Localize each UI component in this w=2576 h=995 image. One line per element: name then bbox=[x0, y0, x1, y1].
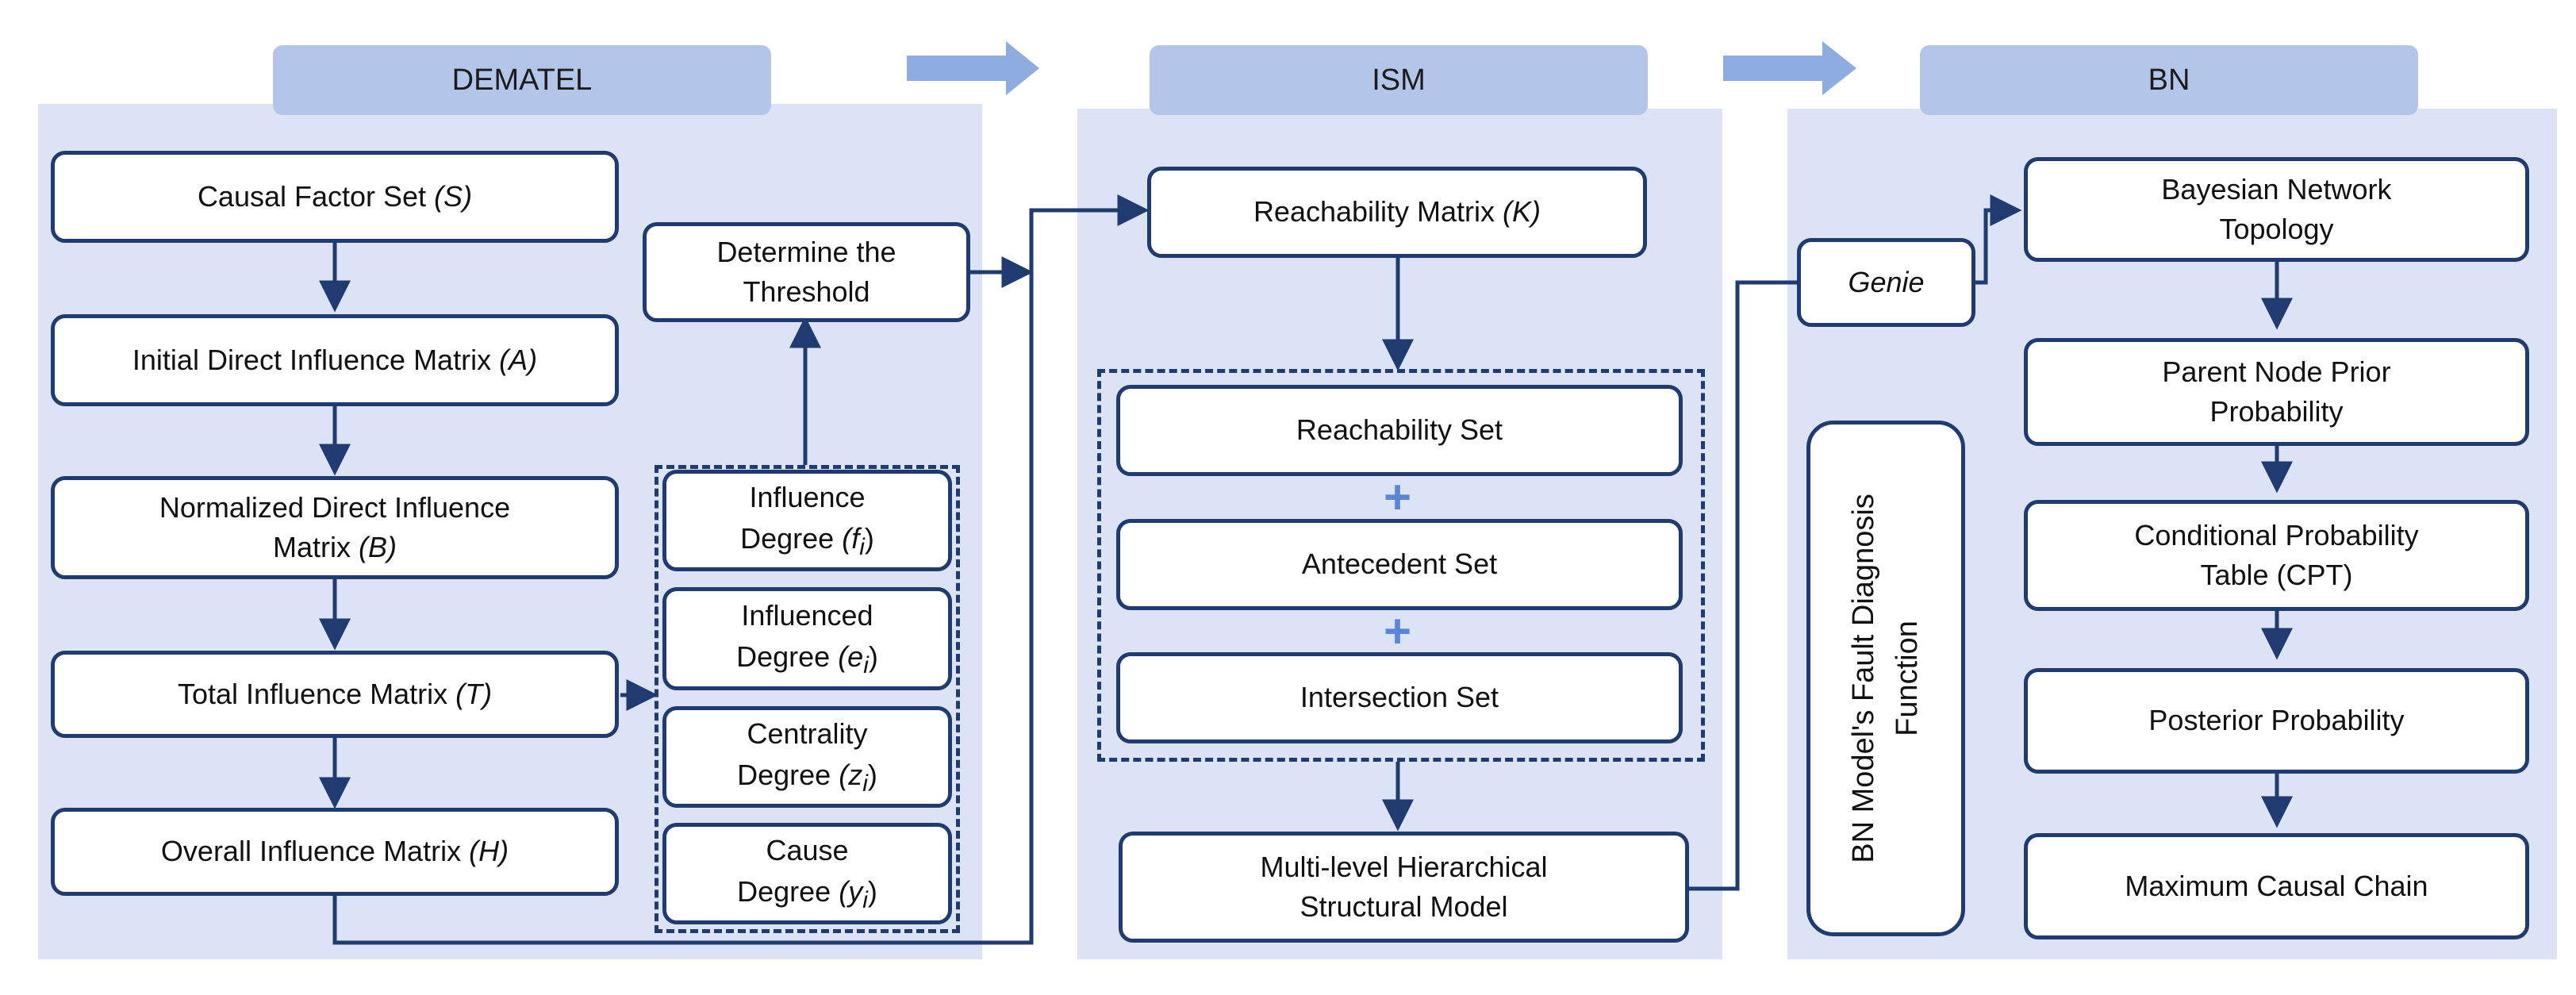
plus-sign-2: + bbox=[1384, 605, 1412, 658]
bn-tab: BN bbox=[1920, 45, 2418, 115]
genie-node: Genie bbox=[1797, 238, 1975, 327]
section-arrow-dematel-ism bbox=[907, 41, 1039, 95]
arrow-h-to-reachability-matrix bbox=[332, 194, 1150, 945]
maximum-causal-chain-node: Maximum Causal Chain bbox=[2024, 833, 2529, 939]
reachability-set-node: Reachability Set bbox=[1116, 385, 1683, 476]
plus-sign-1: + bbox=[1384, 471, 1412, 524]
dematel-tab: DEMATEL bbox=[273, 45, 771, 115]
antecedent-set-node: Antecedent Set bbox=[1116, 519, 1683, 610]
section-arrow-ism-bn bbox=[1723, 41, 1856, 95]
total-influence-matrix-node: Total Influence Matrix (T) bbox=[51, 651, 619, 738]
degrees-group bbox=[655, 465, 960, 933]
intersection-set-node: Intersection Set bbox=[1116, 652, 1683, 743]
arrow-genie-to-topology bbox=[1975, 194, 2022, 285]
overall-influence-matrix-node: Overall Influence Matrix (H) bbox=[51, 808, 619, 896]
causal-factor-set-node: Causal Factor Set (S) bbox=[51, 151, 619, 243]
reachability-matrix-node: Reachability Matrix (K) bbox=[1147, 167, 1647, 258]
ism-tab: ISM bbox=[1150, 45, 1648, 115]
posterior-probability-node: Posterior Probability bbox=[2024, 668, 2529, 774]
initial-direct-influence-matrix-node: Initial Direct Influence Matrix (A) bbox=[51, 314, 619, 406]
line-model-to-genie bbox=[1689, 280, 1797, 891]
sets-group bbox=[1097, 369, 1705, 762]
